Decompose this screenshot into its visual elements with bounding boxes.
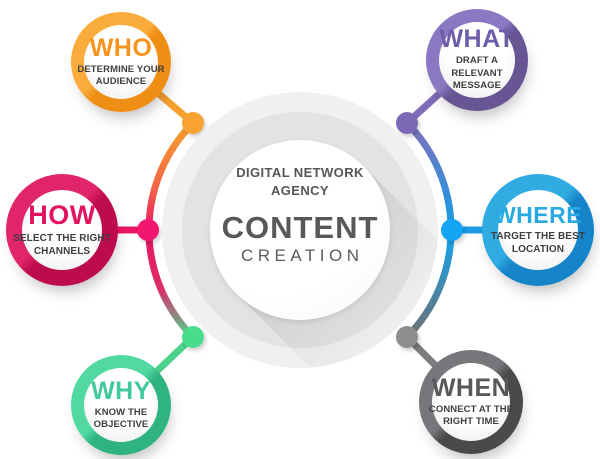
node-what-title: WHAT: [439, 25, 515, 54]
hub-subtitle: CREATION: [240, 246, 364, 266]
where-dot: [441, 219, 463, 241]
node-how-title: HOW: [28, 200, 96, 230]
node-when-title: WHEN: [431, 373, 511, 402]
center-hub: DIGITAL NETWORK AGENCY CONTENT CREATION: [162, 92, 438, 368]
why-dot: [182, 326, 204, 348]
node-where-title: WHERE: [493, 202, 583, 228]
who-dot: [182, 112, 204, 134]
center-hub-core: DIGITAL NETWORK AGENCY CONTENT CREATION: [210, 140, 390, 320]
how-dot: [137, 219, 159, 241]
agency-line2: AGENCY: [270, 182, 329, 198]
agency-label: DIGITAL NETWORK AGENCY: [236, 164, 364, 199]
when-dot: [396, 326, 418, 348]
node-who-title: WHO: [89, 33, 153, 62]
agency-line1: DIGITAL NETWORK: [236, 165, 364, 180]
hub-title: CONTENT: [221, 210, 379, 246]
what-dot: [396, 112, 418, 134]
node-why-title: WHY: [91, 376, 151, 405]
